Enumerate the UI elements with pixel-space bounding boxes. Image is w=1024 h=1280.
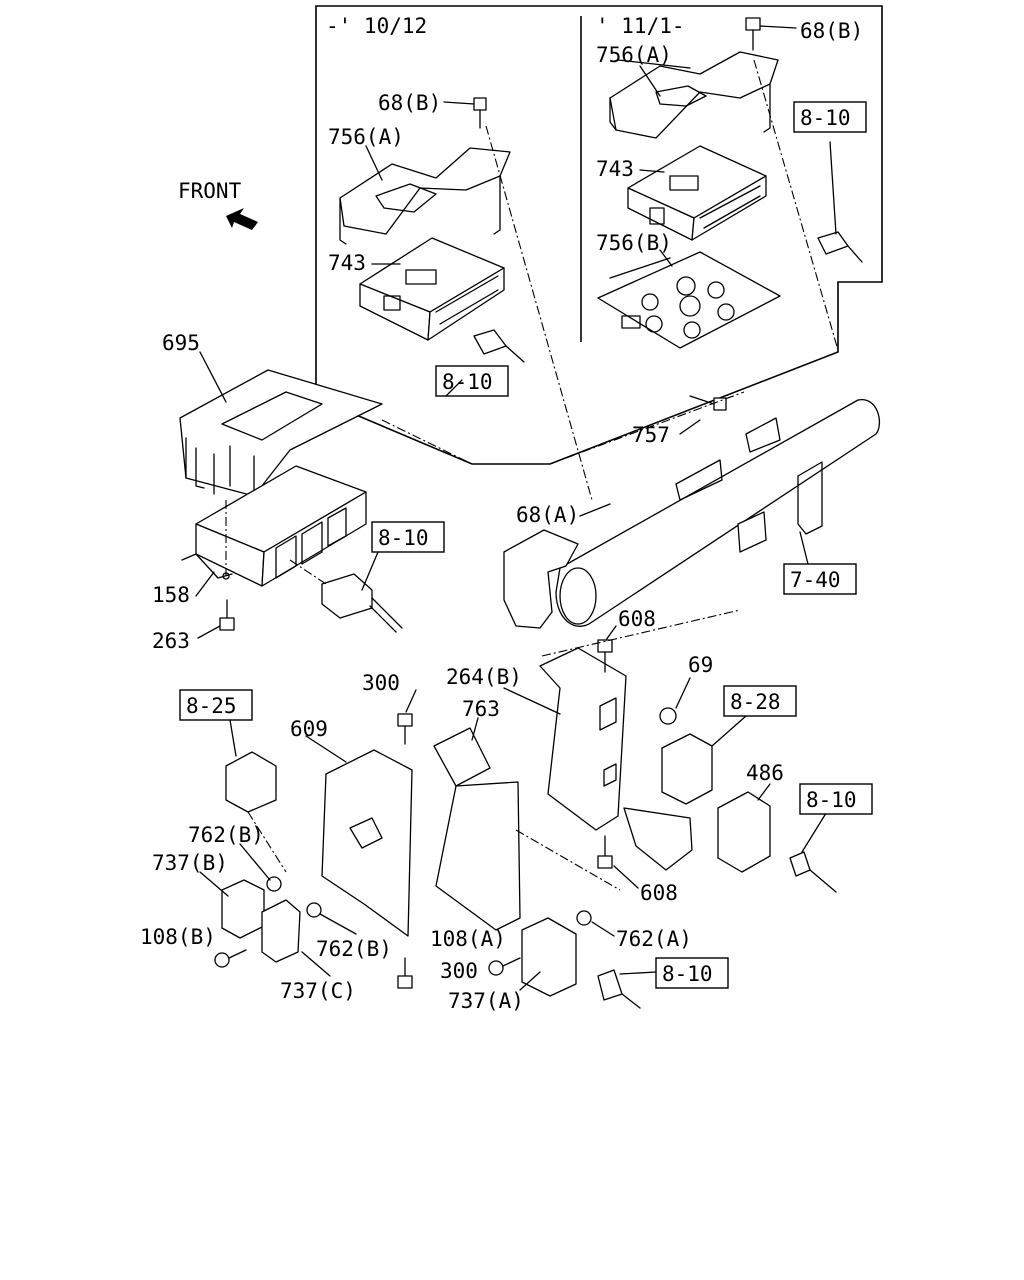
svg-text:8-10: 8-10: [442, 370, 493, 394]
label-743-right: 743: [596, 157, 634, 181]
label-737b: 737(B): [152, 851, 228, 875]
relay-8-25: [225, 751, 277, 813]
label-158: 158: [152, 583, 190, 607]
front-label: FRONT: [178, 179, 242, 203]
label-756a-right: 756(A): [596, 43, 672, 67]
svg-text:8-10: 8-10: [378, 526, 429, 550]
relay-737b: [221, 879, 265, 939]
bolt-108a-icon: [488, 957, 521, 976]
ref-box-8-10-mid[interactable]: 8-10: [371, 521, 445, 553]
bolt-263-icon: [219, 599, 235, 631]
label-763: 763: [462, 697, 500, 721]
bracket-763: [433, 727, 521, 931]
connector-right-inset-icon: [817, 141, 863, 263]
label-756b: 756(B): [596, 231, 672, 255]
label-743-left: 743: [328, 251, 366, 275]
label-300-top: 300: [362, 671, 400, 695]
label-737c: 737(C): [280, 979, 356, 1003]
ref-box-8-10-486[interactable]: 8-10: [799, 783, 873, 815]
ecu-158: [181, 465, 367, 587]
relay-8-28: [661, 715, 747, 805]
label-263: 263: [152, 629, 190, 653]
bolt-68b-left-icon: [443, 97, 487, 129]
svg-text:8-25: 8-25: [186, 694, 237, 718]
svg-text:8-10: 8-10: [806, 788, 857, 812]
label-69: 69: [688, 653, 713, 677]
label-108a: 108(A): [430, 927, 506, 951]
bolt-757-icon: [689, 395, 727, 411]
connector-158-icon: [321, 573, 403, 633]
svg-text:8-28: 8-28: [730, 690, 781, 714]
inset-left-date: -' 10/12: [326, 14, 427, 38]
inset-right-date: ' 11/1-: [596, 14, 685, 38]
bolt-300-top-icon: [397, 713, 413, 745]
nut-762a-icon: [576, 910, 592, 926]
bracket-695: [179, 369, 383, 497]
bracket-756a-left: [339, 147, 511, 245]
label-609: 609: [290, 717, 328, 741]
label-608-top: 608: [618, 607, 656, 631]
label-762b-top: 762(B): [188, 823, 264, 847]
nut-69-icon: [659, 707, 677, 725]
cross-beam: [503, 399, 881, 629]
label-68a: 68(A): [516, 503, 579, 527]
label-762b-bot: 762(B): [316, 937, 392, 961]
bolt-68b-right-icon: [745, 17, 797, 51]
label-608-bot: 608: [640, 881, 678, 905]
leader-lines: [195, 65, 809, 991]
svg-text:8-10: 8-10: [662, 962, 713, 986]
svg-text:8-10: 8-10: [800, 106, 851, 130]
label-756a-left: 756(A): [328, 125, 404, 149]
bracket-264b: [539, 647, 693, 871]
ecu-743-right: [627, 145, 767, 241]
ref-box-8-28[interactable]: 8-28: [723, 685, 797, 717]
bracket-609: [321, 749, 413, 937]
label-695: 695: [162, 331, 200, 355]
nut-762b-bot-icon: [306, 902, 322, 918]
inset-frame: [315, 5, 883, 465]
label-264b: 264(B): [446, 665, 522, 689]
connector-left-inset-icon: [473, 329, 525, 363]
ref-box-8-25[interactable]: 8-25: [179, 689, 253, 721]
front-arrow-icon: [226, 208, 258, 230]
label-68b-left: 68(B): [378, 91, 441, 115]
bolt-300-bot-icon: [397, 957, 413, 989]
bolt-608-bot-icon: [597, 835, 613, 869]
nut-762b-top-icon: [266, 876, 282, 892]
svg-text:7-40: 7-40: [790, 568, 841, 592]
tray-756b: [597, 251, 781, 349]
bolt-608-top-icon: [597, 639, 613, 673]
bracket-756a-right: [609, 51, 779, 139]
relay-737c: [261, 899, 301, 963]
ref-box-8-10-bottom[interactable]: 8-10: [655, 957, 729, 989]
module-486: [717, 791, 837, 893]
label-757: 757: [632, 423, 670, 447]
ref-box-8-10-right[interactable]: 8-10: [793, 101, 867, 133]
label-300-bot: 300: [440, 959, 478, 983]
ref-box-7-40[interactable]: 7-40: [783, 563, 857, 595]
bolt-108b-icon: [214, 949, 247, 968]
ecu-743-left: [359, 237, 505, 341]
dash-lines: [247, 559, 741, 891]
label-108b: 108(B): [140, 925, 216, 949]
label-762a: 762(A): [616, 927, 692, 951]
label-486: 486: [746, 761, 784, 785]
ref-box-8-10-left[interactable]: 8-10: [435, 365, 509, 397]
label-737a: 737(A): [448, 989, 524, 1013]
label-68b-right: 68(B): [800, 19, 863, 43]
